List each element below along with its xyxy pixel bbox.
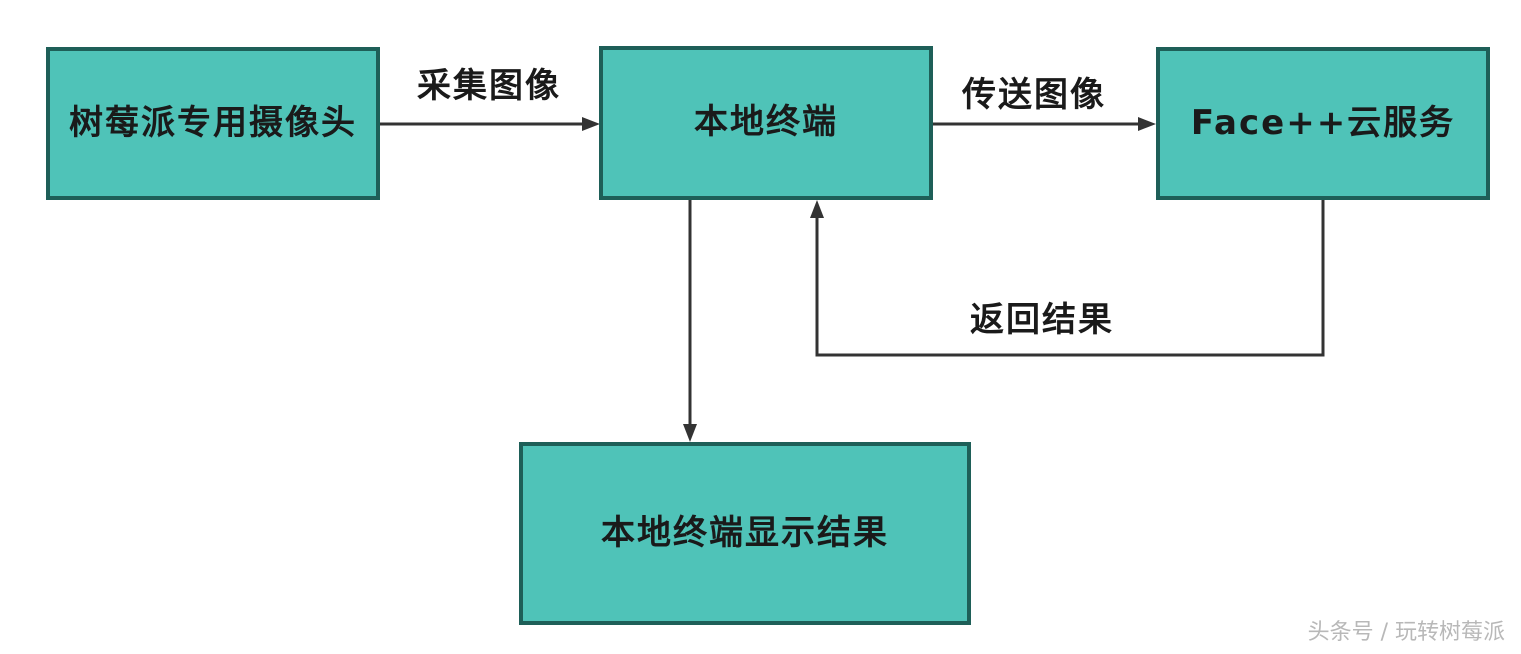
watermark: 头条号 / 玩转树莓派	[1307, 620, 1505, 645]
cloud-service-node: Face++云服务	[1156, 47, 1490, 200]
cloud-service-node-label: Face++云服务	[1190, 102, 1456, 143]
local-terminal-node-label: 本地终端	[694, 102, 838, 143]
arrow-cloud-to-terminal	[815, 200, 1325, 357]
local-terminal-node: 本地终端	[599, 46, 933, 200]
arrowhead-cloud-to-terminal	[810, 200, 824, 218]
edge-label-capture: 采集图像	[417, 66, 561, 106]
arrowhead-camera-to-terminal	[582, 117, 600, 131]
camera-node: 树莓派专用摄像头	[46, 47, 380, 200]
display-result-node-label: 本地终端显示结果	[601, 512, 889, 553]
display-result-node: 本地终端显示结果	[519, 442, 971, 625]
camera-node-label: 树莓派专用摄像头	[69, 102, 357, 143]
edge-label-return-result: 返回结果	[970, 300, 1114, 340]
arrowhead-terminal-to-cloud	[1138, 117, 1156, 131]
arrowhead-terminal-to-display	[683, 424, 697, 442]
edge-label-transmit: 传送图像	[962, 75, 1106, 115]
